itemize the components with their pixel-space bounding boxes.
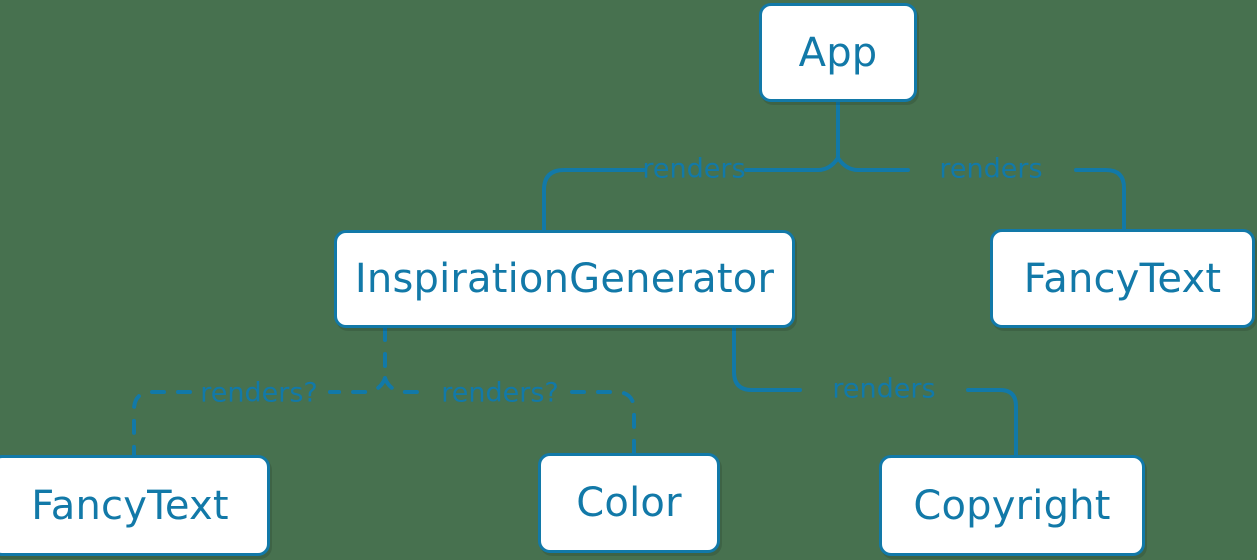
edge-inspirationgenerator-to-color-dashed — [383, 376, 636, 455]
node-inspirationgenerator-label: InspirationGenerator — [354, 256, 775, 302]
node-copyright-label: Copyright — [913, 482, 1111, 529]
edge-app-to-inspirationgenerator — [542, 156, 840, 232]
edge-label-renders-copyright: renders — [832, 373, 936, 405]
node-inspirationgenerator[interactable]: InspirationGenerator — [334, 230, 795, 328]
node-fancytext-top[interactable]: FancyText — [990, 229, 1255, 328]
edge-label-renders-q-fancytext: renders? — [200, 377, 318, 409]
edge-label-renders-q-color: renders? — [441, 377, 559, 409]
edge-label-renders-app-inspirationgenerator: renders — [642, 153, 746, 185]
node-color[interactable]: Color — [538, 453, 720, 553]
node-copyright[interactable]: Copyright — [879, 455, 1145, 556]
edge-label-renders-app-fancytext: renders — [939, 153, 1043, 185]
edge-app-to-fancytext — [836, 156, 1126, 231]
node-fancytext-bottom[interactable]: FancyText — [0, 455, 270, 556]
edge-inspirationgenerator-to-fancytext-dashed — [132, 376, 387, 457]
node-color-label: Color — [576, 480, 682, 526]
node-app-label: App — [798, 29, 878, 76]
edge-inspirationgenerator-to-copyright — [732, 326, 1018, 457]
node-app[interactable]: App — [759, 3, 917, 102]
node-fancytext-bottom-label: FancyText — [31, 482, 229, 529]
node-fancytext-top-label: FancyText — [1023, 255, 1222, 302]
